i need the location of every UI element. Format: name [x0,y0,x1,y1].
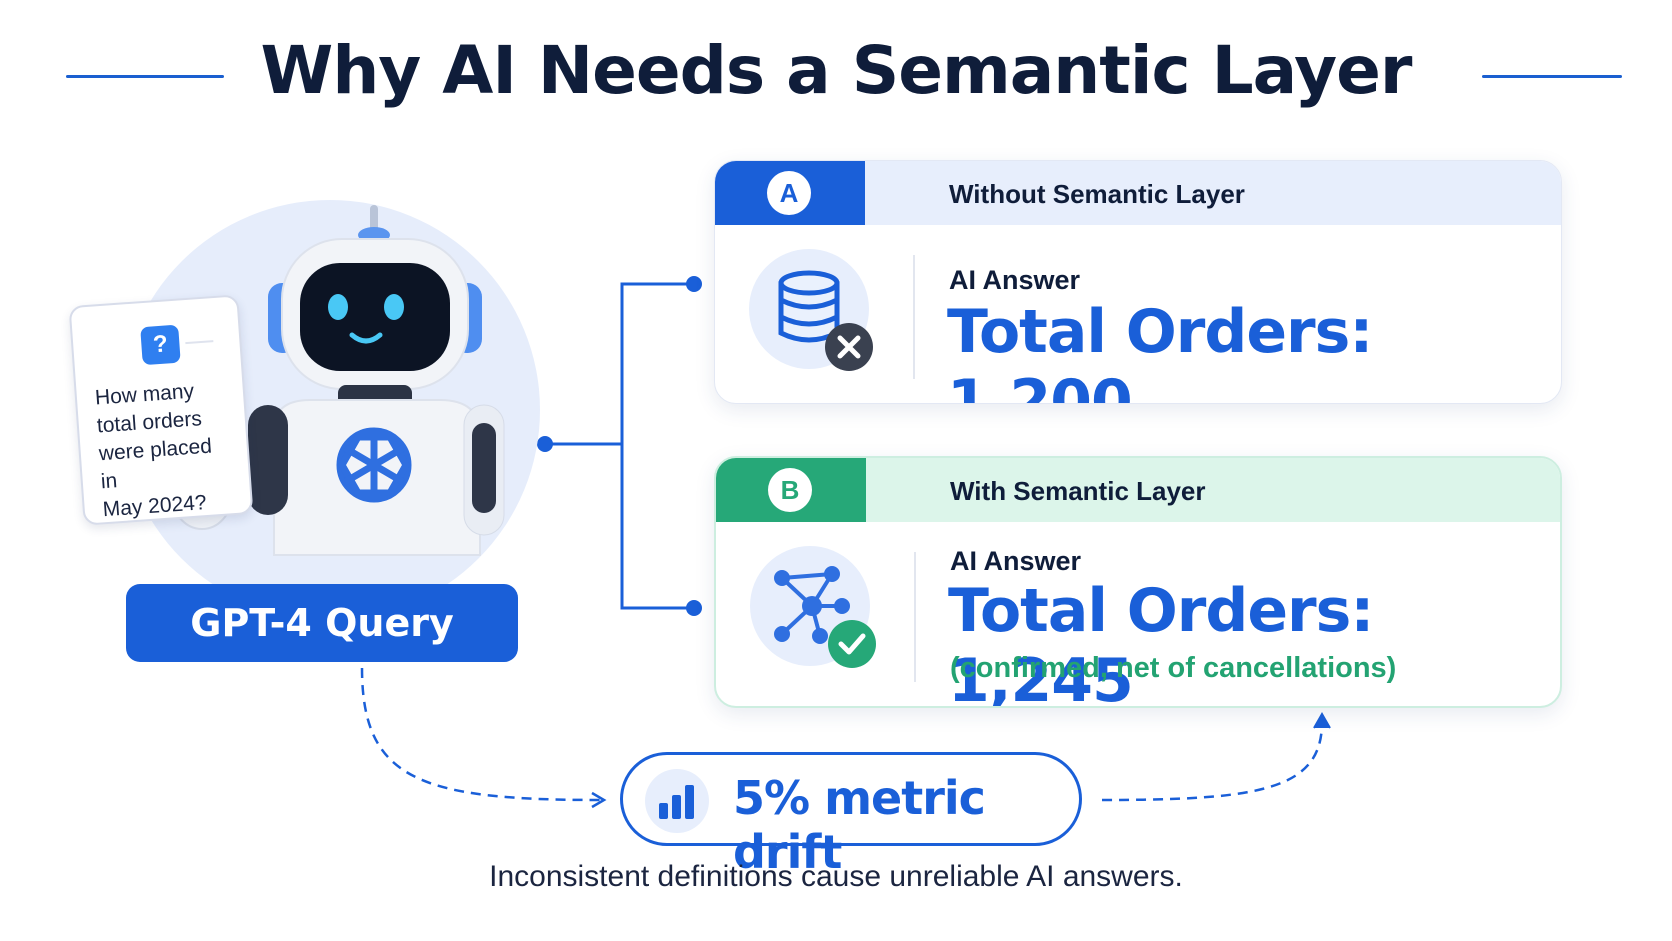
card-b-header: B With Semantic Layer [716,458,1560,522]
card-with-semantic-layer: B With Semantic Layer AI Answer Total Or… [714,456,1562,708]
card-a-answer-label: AI Answer [949,265,1081,295]
card-a-answer-value: Total Orders: 1,200 [947,297,1373,404]
question-line-3: were placed in [98,434,213,494]
card-b-badge: B [768,468,812,512]
card-b-answer-note: (confirmed, net of cancellations) [950,652,1397,684]
dashed-flow-left [360,667,601,802]
arrowhead-right [1313,711,1331,729]
connector-node-origin [537,436,553,452]
question-card-rule [185,340,214,345]
arrowhead-left [591,791,607,809]
card-a-tab: A [715,161,865,225]
card-b-answer-value: Total Orders: 1,245 [948,576,1374,708]
card-a-heading: Without Semantic Layer [949,179,1245,209]
metric-drift-pill: 5% metric drift [620,752,1082,879]
card-b-tab: B [716,458,866,522]
card-b-divider [914,552,916,682]
title-rule-right [1482,75,1622,78]
card-b-heading: With Semantic Layer [950,476,1206,506]
connector-to-card-b [620,444,694,610]
network-check-icon [750,546,876,668]
gpt4-query-label: GPT-4 Query [126,584,518,662]
question-card: ? How many total orders were placed in M… [68,294,254,526]
title-rule-left [66,75,224,78]
bar-chart-icon [645,769,709,833]
question-text: How many total orders were placed in May… [94,375,237,524]
card-a-badge: A [767,171,811,215]
connector-node-b [686,600,702,616]
footer-caption: Inconsistent definitions cause unreliabl… [489,860,1183,893]
connector-to-card-a [545,282,694,446]
card-without-semantic-layer: A Without Semantic Layer AI Answer Total… [714,160,1562,404]
metric-drift-label: 5% metric drift [733,771,986,879]
question-mark-icon: ? [140,324,181,366]
page-title: Why AI Needs a Semantic Layer [260,32,1413,109]
database-error-icon [749,249,873,371]
connector-node-a [686,276,702,292]
card-a-divider [913,255,915,379]
card-b-answer-label: AI Answer [950,546,1082,576]
card-a-header: A Without Semantic Layer [715,161,1561,225]
dashed-flow-right [1101,721,1324,802]
